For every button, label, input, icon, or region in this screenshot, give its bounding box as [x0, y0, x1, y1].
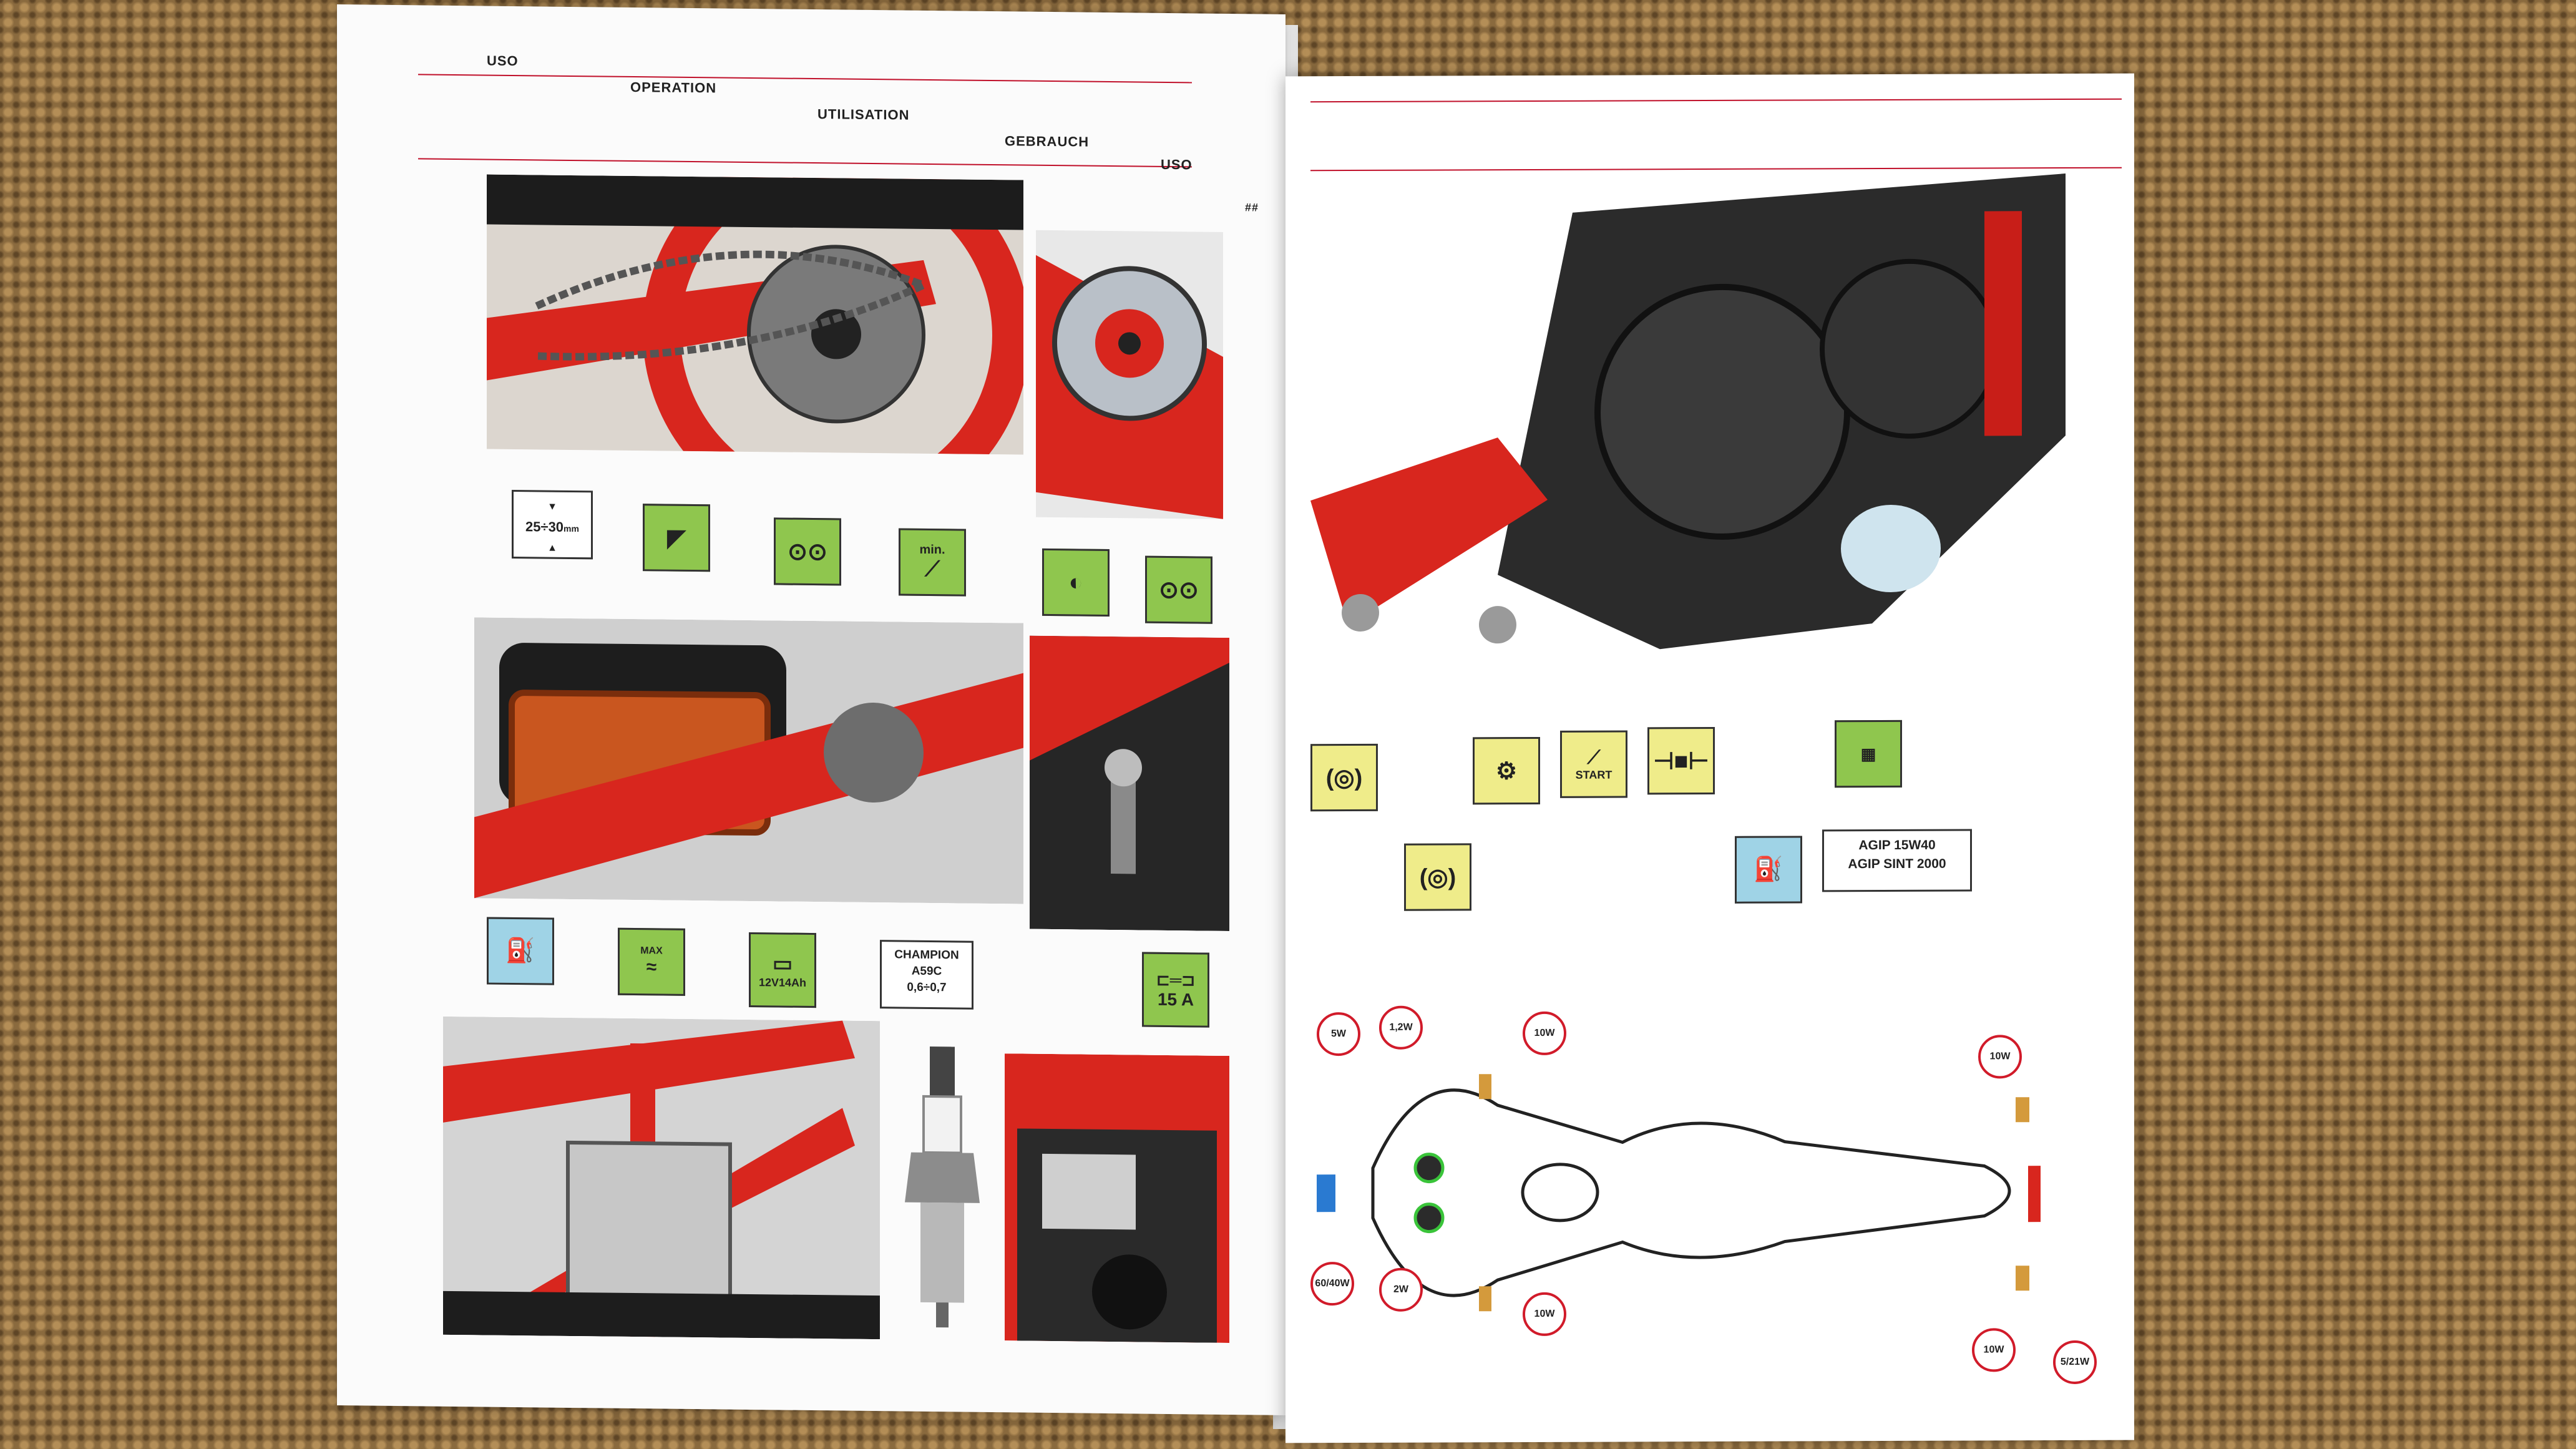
bulb-5-21w: 5/21W — [2053, 1340, 2097, 1385]
bulb-10w-rear-bottom: 10W — [1972, 1328, 2016, 1372]
battery-spec: 12V14Ah — [758, 975, 807, 989]
rear-wheel-illustration — [1036, 230, 1223, 519]
header-operation: OPERATION — [630, 79, 717, 96]
header-rule — [1310, 98, 2122, 103]
oil-level-icon: ▦ — [1835, 720, 1902, 788]
battery-frame-illustration — [443, 1016, 880, 1340]
bulb-10w-front-top: 10W — [1523, 1011, 1566, 1056]
bulb-2w: 2W — [1379, 1267, 1423, 1312]
oil-can-icon: ⛽ — [487, 917, 554, 985]
lighting-diagram — [1298, 978, 2109, 1431]
battery-icon: ▭12V14Ah — [749, 932, 816, 1008]
fuse-box-illustration — [1005, 1053, 1229, 1344]
fuse-icon: ⊏═⊐15 A — [1142, 952, 1209, 1028]
spark-plug-illustration — [892, 1040, 992, 1341]
clutch-icon: ⊣■⊢ — [1647, 726, 1715, 795]
helmet-icon: ◐ — [1042, 548, 1110, 617]
header-utilisation: UTILISATION — [817, 106, 910, 123]
header-uso-2: USO — [1161, 156, 1193, 173]
right-page: (◎) (◎) ⚙ ⟋START ⊣■⊢ ▦ ⛽ AGIP 15W40 AGIP… — [1286, 73, 2134, 1443]
oil-spec: AGIP 15W40 AGIP SINT 2000 — [1822, 829, 1972, 892]
bulb-5w: 5W — [1317, 1012, 1360, 1056]
bulb-60-40w: 60/40W — [1310, 1261, 1354, 1306]
min-level-label: min. — [919, 542, 945, 557]
header-rule-bottom — [1310, 167, 2122, 172]
grease-icon: ◤ — [643, 504, 710, 572]
ignition-key-illustration — [1030, 635, 1229, 932]
chain-slack-box: ▼ 25÷30mm ▲ — [512, 489, 593, 560]
engine-illustration — [1310, 173, 2066, 726]
rear-brake-icon: (◎) — [1310, 743, 1378, 812]
oil-spec-line1: AGIP 15W40 — [1858, 837, 1936, 853]
header-gebrauch: GEBRAUCH — [1005, 133, 1090, 150]
header-uso: USO — [487, 52, 519, 69]
start-label: START — [1575, 768, 1612, 781]
chain-icon: ⊙⊙ — [774, 517, 841, 586]
chain-adjust-icon: ⊙⊙ — [1145, 555, 1212, 624]
brake-fluid-icon: (◎) — [1404, 843, 1471, 911]
bulb-10w-front-bottom: 10W — [1523, 1292, 1566, 1337]
battery-max-label: MAX — [640, 945, 663, 957]
spark-plug-spec: CHAMPION A59C 0,6÷0,7 — [880, 940, 973, 1010]
bulb-1-2w: 1,2W — [1379, 1005, 1423, 1050]
oil-can-icon: ⛽ — [1735, 836, 1802, 904]
bulb-10w-rear-top: 10W — [1978, 1035, 2022, 1079]
page-corner-mark: ## — [1245, 201, 1259, 214]
plug-gap: 0,6÷0,7 — [907, 980, 947, 995]
min-level-icon: min.⟋ — [899, 528, 966, 597]
chain-slack-value: 25÷30 — [525, 519, 564, 535]
airbox-illustration — [474, 617, 1023, 904]
start-icon: ⟋START — [1560, 730, 1627, 798]
chain-slack-unit: mm — [564, 523, 579, 534]
chain-swingarm-illustration — [487, 174, 1023, 455]
gear-pedal-icon: ⚙ — [1473, 736, 1540, 805]
plug-model: A59C — [911, 964, 942, 978]
battery-level-icon: MAX≈ — [618, 927, 685, 996]
header-rule — [418, 74, 1192, 84]
left-page: USO OPERATION UTILISATION GEBRAUCH USO #… — [337, 4, 1286, 1415]
plug-brand: CHAMPION — [894, 948, 959, 962]
oil-spec-line2: AGIP SINT 2000 — [1848, 856, 1946, 872]
fuse-value: 15 A — [1157, 989, 1194, 1009]
header-rule-bottom — [418, 158, 1192, 168]
